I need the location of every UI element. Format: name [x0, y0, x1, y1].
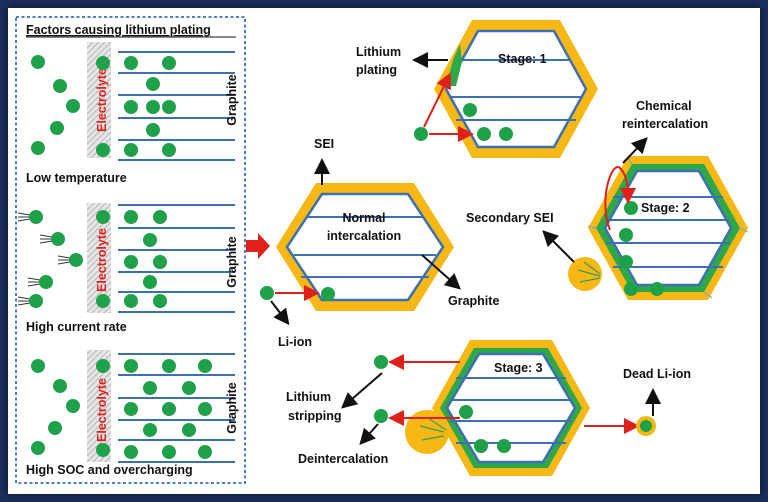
chem-reintercalation-pointer [622, 137, 648, 164]
li-ions [29, 210, 167, 308]
factors-panel: Factors causing lithium plating Electrol… [15, 16, 246, 484]
factor-high-soc: Electrolyte Graphite High S [26, 350, 239, 477]
factor-high-current-rate: Electrolyte Graphite [17, 203, 239, 334]
inserted-li-ion [321, 287, 335, 301]
graphite-layers [118, 353, 235, 463]
li-ion [414, 127, 428, 141]
secondary-sei-bulge [568, 257, 602, 291]
stage-title: Stage: 1 [498, 52, 547, 66]
li-ions [31, 359, 212, 459]
li-ion [459, 405, 473, 419]
hex-label-line2: intercalation [327, 229, 401, 243]
li-ion [650, 282, 664, 296]
plating-arrow [423, 72, 451, 128]
plating-label-line1: Lithium [356, 45, 401, 59]
graphite-label: Graphite [225, 74, 239, 125]
hex-layers [294, 216, 436, 278]
graphite-hex [444, 29, 588, 149]
graphite-pointer [421, 254, 461, 290]
chem-label-line1: Chemical [636, 99, 692, 113]
graphite-layers [118, 204, 235, 313]
electrolyte-label: Electrolyte [95, 228, 109, 292]
factor-caption: High SOC and overcharging [26, 463, 193, 477]
deintercalation-label: Deintercalation [298, 452, 388, 466]
li-ion [463, 103, 477, 117]
reintercalation-arrow [604, 165, 636, 231]
factors-panel-border [15, 16, 246, 484]
graphite-label: Graphite [225, 382, 239, 433]
chem-label-line2: reintercalation [622, 117, 708, 131]
stage-1: Stage: 1 Lithium plating [356, 20, 598, 158]
li-ion [619, 255, 633, 269]
factors-title: Factors causing lithium plating [26, 23, 211, 37]
secondary-sei-label: Secondary SEI [466, 211, 554, 225]
graphite-hex [445, 352, 577, 464]
dead-li-label: Dead Li-ion [623, 367, 691, 381]
sei-label: SEI [314, 137, 334, 151]
li-ion [260, 286, 274, 300]
li-ion [499, 127, 513, 141]
li-ion-pointer [270, 300, 290, 326]
deintercalated-li-ion [374, 409, 388, 423]
stripping-label-line2: stripping [288, 409, 341, 423]
li-ion-label: Li-ion [278, 335, 312, 349]
graphite-layers [118, 51, 235, 161]
stage-title: Stage: 3 [494, 361, 543, 375]
li-ion [624, 282, 638, 296]
li-ion [624, 201, 638, 215]
li-ion [619, 228, 633, 242]
stripped-li-ion [374, 355, 388, 369]
normal-intercalation-hex: Normal intercalation SEI Graphite Li-ion [260, 137, 499, 349]
plating-label-line2: plating [356, 63, 397, 77]
graphite-hex [285, 192, 445, 302]
graphite-label: Graphite [225, 236, 239, 287]
panel-to-center-arrow [246, 233, 270, 259]
dead-li-ion [640, 420, 652, 432]
electrolyte-label: Electrolyte [95, 378, 109, 442]
hex-layers [449, 59, 583, 121]
electrolyte-label: Electrolyte [95, 68, 109, 132]
stripping-pointer [340, 372, 383, 409]
deintercalation-dendrites [419, 417, 447, 441]
stage-2: Stage: 2 Chemical reintercalation Second… [466, 99, 749, 300]
secondary-sei-dendrites [577, 261, 601, 283]
secondary-sei-pointer [542, 230, 575, 263]
sei-cracks [587, 157, 749, 299]
stripping-label-line1: Lithium [286, 390, 331, 404]
li-ion [474, 439, 488, 453]
deintercalation-pointer [359, 423, 379, 445]
li-ions [31, 55, 176, 157]
factor-low-temperature: Electrolyte Graphite Low temperature [26, 42, 239, 185]
factor-caption: High current rate [26, 320, 127, 334]
graphite-hex [603, 169, 733, 287]
stage-3: Stage: 3 Lithium stripping Deintercalati… [286, 340, 691, 476]
li-ion [477, 127, 491, 141]
secondary-sei-bulge [405, 410, 449, 454]
motion-lines [17, 212, 71, 306]
stage-title: Stage: 2 [641, 201, 690, 215]
graphite-label: Graphite [448, 294, 499, 308]
factor-caption: Low temperature [26, 171, 127, 185]
hex-layers [450, 377, 572, 444]
li-ion [497, 439, 511, 453]
hex-label-line1: Normal [342, 211, 385, 225]
